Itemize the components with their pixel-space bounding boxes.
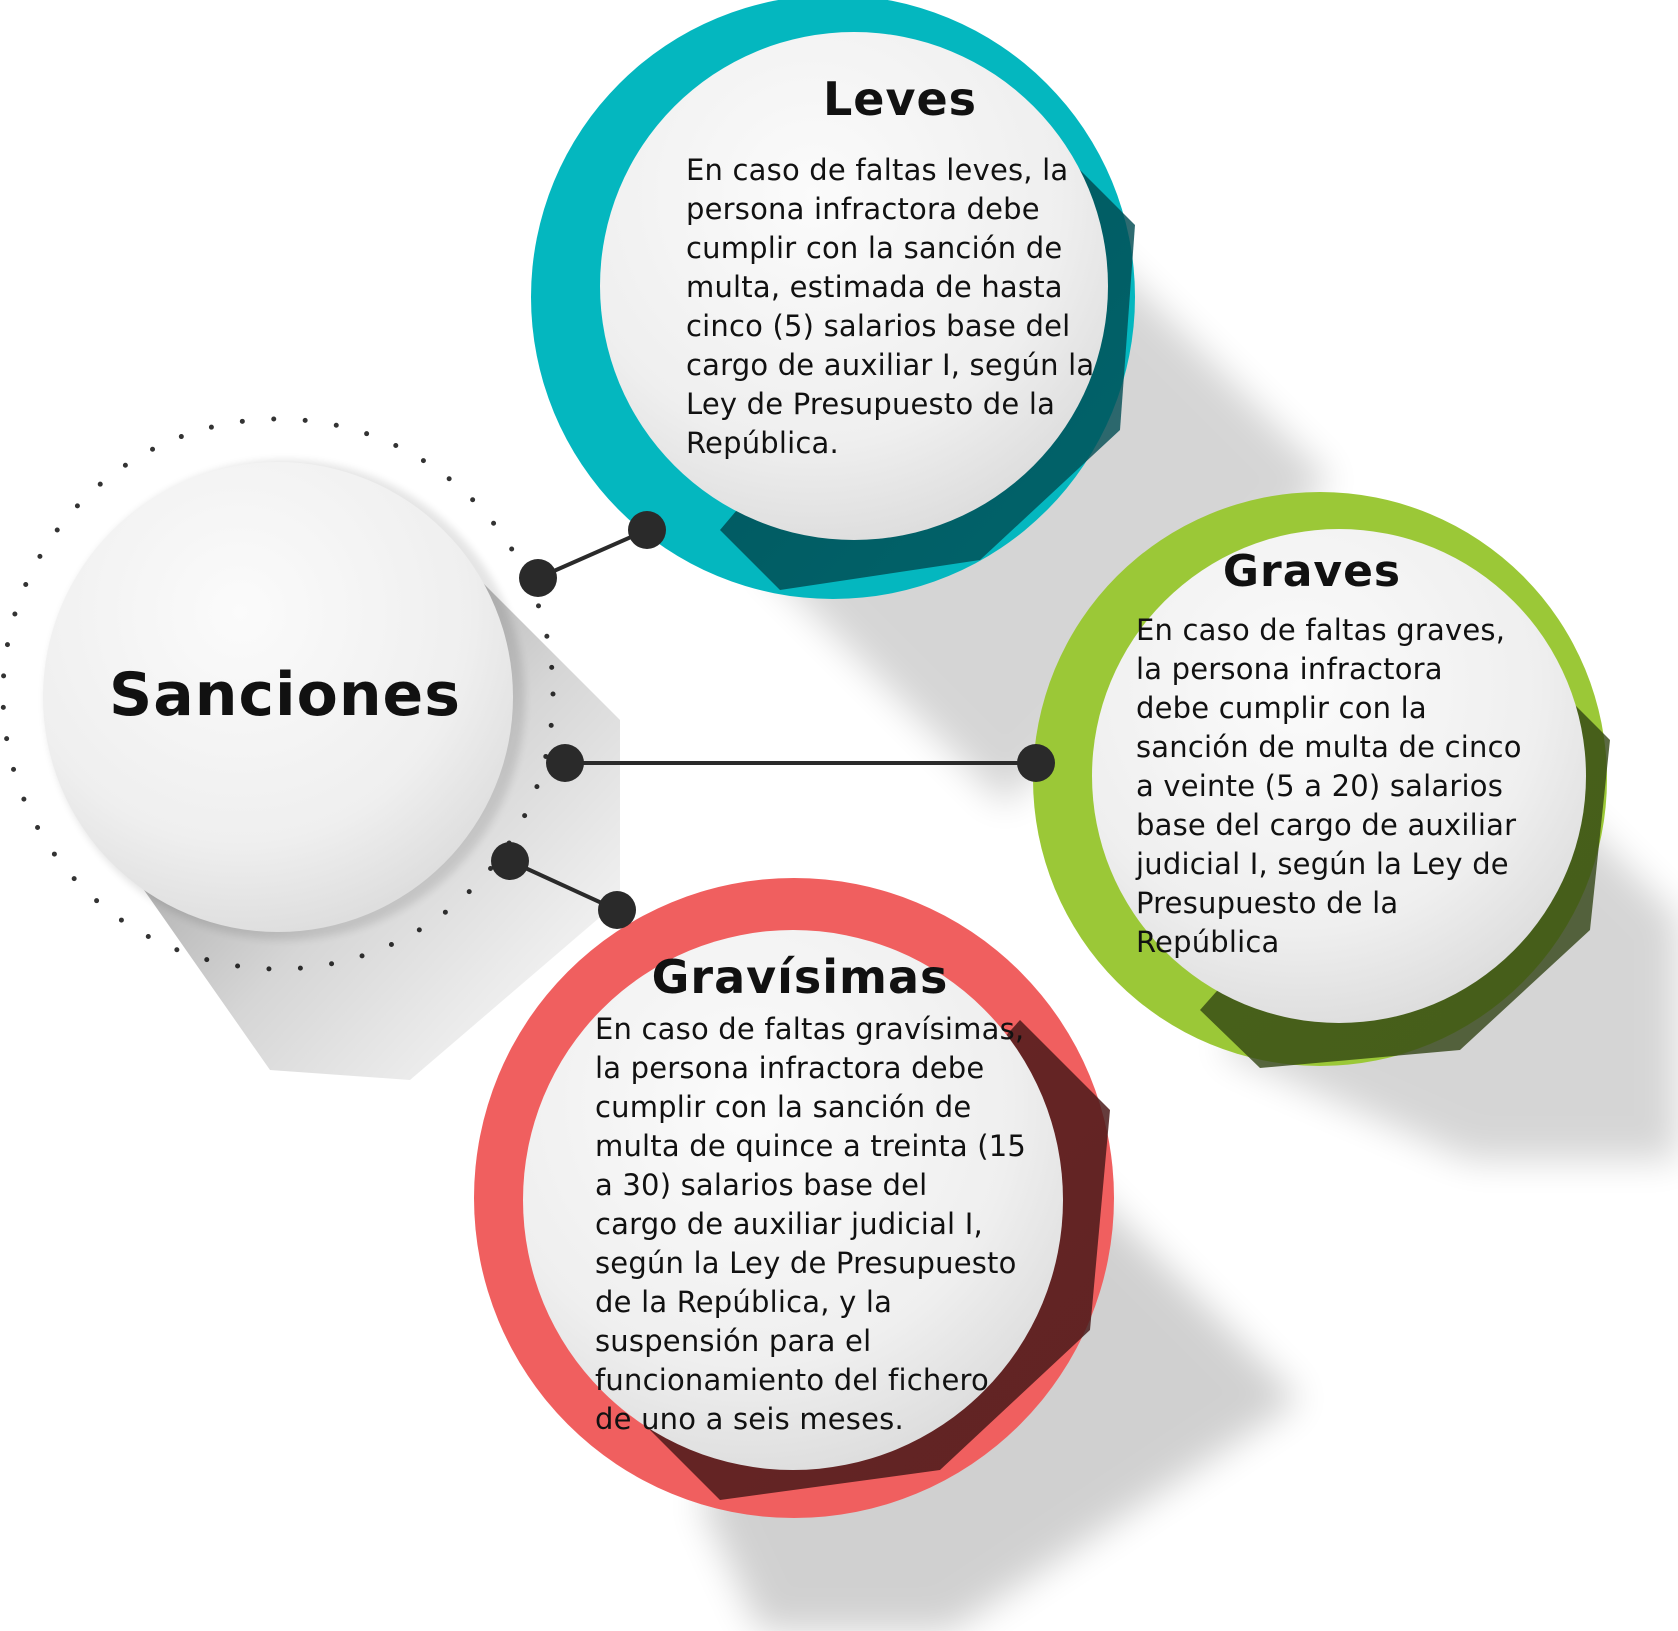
connector-gravisimas-dot-end xyxy=(598,891,636,929)
node-graves-title: Graves xyxy=(1222,546,1402,597)
node-graves-text: En caso de faltas graves, la persona inf… xyxy=(1136,613,1522,959)
node-leves-text: En caso de faltas leves, la persona infr… xyxy=(686,153,1095,460)
node-graves-graphic xyxy=(1033,492,1678,1160)
connector-leves-dot-start xyxy=(519,559,557,597)
connector-graves-dot-start xyxy=(546,744,584,782)
center-title: Sanciones xyxy=(109,660,461,730)
connector-leves-line xyxy=(537,528,648,580)
connector-gravisimas-line xyxy=(509,859,618,912)
node-gravisimas-text: En caso de faltas gravísimas, la persona… xyxy=(595,1012,1027,1436)
node-gravisimas-graphic xyxy=(474,878,1300,1631)
node-gravisimas-title: Gravísimas xyxy=(651,950,949,1004)
center-node-graphic xyxy=(43,460,620,1080)
node-leves-title: Leves xyxy=(822,72,978,126)
node-leves-graphic xyxy=(531,0,1330,805)
connector-leves-dot-end xyxy=(628,511,666,549)
connector-graves-dot-end xyxy=(1017,744,1055,782)
connectors xyxy=(491,511,1055,929)
connector-gravisimas-dot-start xyxy=(491,842,529,880)
